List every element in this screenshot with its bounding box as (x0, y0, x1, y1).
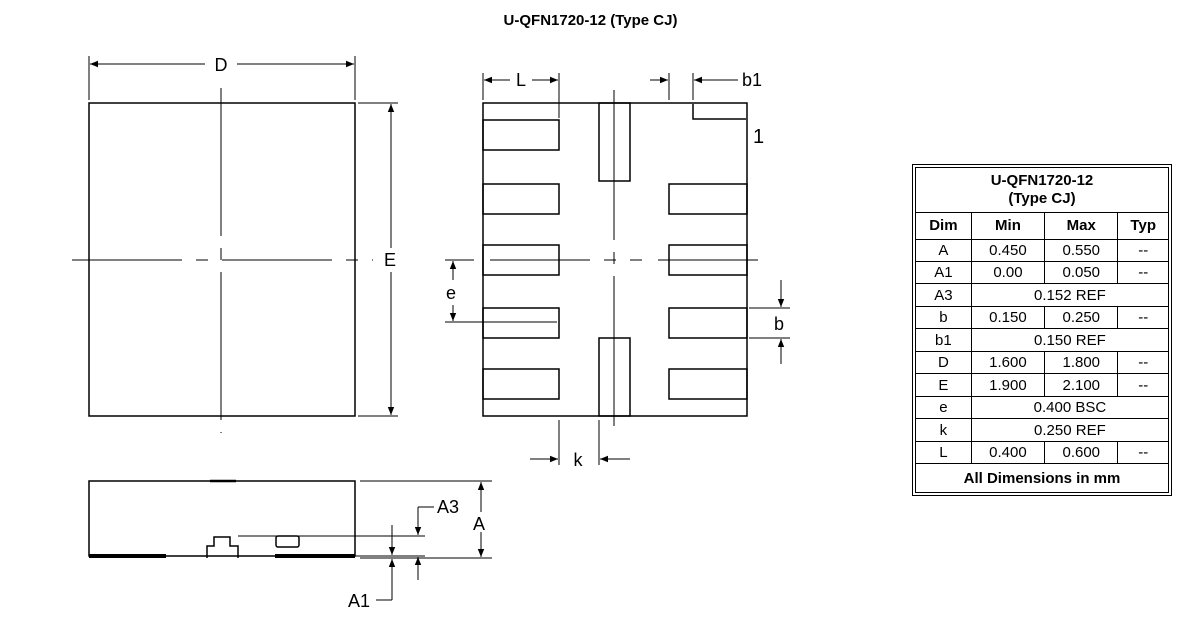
cell-dim: L (915, 440, 972, 465)
dim-e-label: E (384, 250, 396, 270)
dim-a3-label: A3 (437, 497, 459, 517)
cell-min: 0.400 (970, 440, 1046, 465)
dim-a1-label: A1 (348, 591, 370, 611)
cell-dim: A (915, 238, 972, 263)
header-typ: Typ (1117, 211, 1169, 240)
cell-dim: A1 (915, 260, 972, 285)
cell-dim: e (915, 395, 972, 420)
cell-value-span: 0.250 REF (970, 418, 1170, 442)
cell-max: 0.600 (1044, 440, 1119, 465)
cell-typ: -- (1117, 350, 1169, 375)
dimension-table: U-QFN1720-12 (Type CJ) Dim Min Max Typ A… (912, 164, 1172, 496)
cell-dim: b (915, 305, 972, 330)
pin1-pad (692, 104, 746, 120)
cell-typ: -- (1117, 305, 1169, 330)
cell-typ: -- (1117, 373, 1169, 397)
side-view-body (88, 480, 356, 557)
cell-value-span: 0.150 REF (970, 328, 1170, 352)
cell-min: 0.00 (970, 260, 1046, 285)
cell-min: 1.900 (970, 373, 1046, 397)
cell-value-span: 0.400 BSC (970, 395, 1170, 420)
top-view: D E (72, 55, 398, 433)
cell-min: 1.600 (970, 350, 1046, 375)
cell-max: 1.800 (1044, 350, 1119, 375)
cell-min: 0.450 (970, 238, 1046, 263)
dim-b-label: b (774, 314, 784, 334)
header-min: Min (970, 211, 1046, 240)
dim-l-label: L (516, 70, 526, 90)
cell-max: 0.250 (1044, 305, 1119, 330)
header-max: Max (1044, 211, 1119, 240)
cell-typ: -- (1117, 238, 1169, 263)
cell-max: 0.550 (1044, 238, 1119, 263)
pad (482, 307, 560, 339)
cell-max: 0.050 (1044, 260, 1119, 285)
table-title: U-QFN1720-12 (Type CJ) (915, 167, 1169, 213)
cell-typ: -- (1117, 260, 1169, 285)
dim-a-label: A (473, 514, 485, 534)
cell-dim: E (915, 373, 972, 397)
bottom-view: 1 L b1 (445, 70, 790, 470)
page-title: U-QFN1720-12 (Type CJ) (503, 12, 678, 29)
dim-d-label: D (215, 55, 228, 75)
side-terminal-small (275, 535, 300, 548)
pad (668, 368, 748, 400)
cell-typ: -- (1117, 440, 1169, 465)
pad (482, 183, 560, 215)
side-center-terminal (206, 536, 239, 558)
pin1-label: 1 (753, 126, 764, 148)
cell-dim: k (915, 418, 972, 442)
dim-e-pitch-label: e (446, 283, 456, 303)
side-terminal-left (89, 554, 166, 558)
side-view: A A3 A1 (88, 479, 492, 611)
header-dim: Dim (915, 211, 972, 240)
cell-value-span: 0.152 REF (970, 283, 1170, 307)
table-title-line2: (Type CJ) (1008, 189, 1076, 207)
cell-max: 2.100 (1044, 373, 1119, 397)
dim-b1-label: b1 (742, 70, 762, 90)
pad (668, 307, 748, 339)
cell-min: 0.150 (970, 305, 1046, 330)
dim-k-label: k (574, 450, 584, 470)
right-pads (668, 183, 748, 400)
table-footer: All Dimensions in mm (915, 463, 1169, 493)
pad (482, 368, 560, 400)
pad (668, 183, 748, 215)
cell-dim: b1 (915, 328, 972, 352)
cell-dim: D (915, 350, 972, 375)
pad (482, 119, 560, 151)
table-title-line1: U-QFN1720-12 (990, 171, 1094, 189)
cell-dim: A3 (915, 283, 972, 307)
